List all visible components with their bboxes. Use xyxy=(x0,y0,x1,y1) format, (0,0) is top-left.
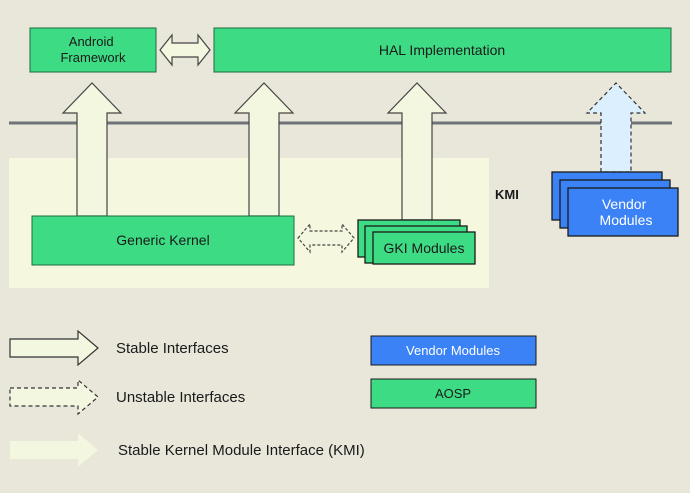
vendor-modules-label-line1: Vendor xyxy=(602,196,647,212)
framework-hal-bidirectional-arrow xyxy=(159,33,211,67)
legend-vendor-modules-key: Vendor Modules xyxy=(370,335,537,366)
android-framework-box: Android Framework xyxy=(29,27,157,73)
legend-stable-arrow-icon xyxy=(9,329,99,367)
legend-kmi-arrow-icon xyxy=(10,433,98,467)
legend-unstable-arrow-icon xyxy=(9,378,99,416)
stable-arrow-gki-to-hal xyxy=(386,82,448,221)
kmi-label: KMI xyxy=(495,187,519,202)
gki-modules-label: GKI Modules xyxy=(384,240,465,256)
hal-implementation-box: HAL Implementation xyxy=(213,27,672,73)
android-framework-label-line2: Framework xyxy=(60,50,126,65)
android-framework-label-line1: Android xyxy=(69,34,114,49)
legend-aosp-label: AOSP xyxy=(435,386,471,401)
legend-stable-interfaces-label: Stable Interfaces xyxy=(116,340,229,357)
stable-arrow-kernel-to-framework xyxy=(61,82,123,217)
unstable-arrow-vendor-to-hal xyxy=(585,82,647,173)
generic-kernel-label: Generic Kernel xyxy=(116,232,209,248)
kernel-gki-unstable-bidirectional-arrow xyxy=(297,222,355,254)
hal-implementation-label: HAL Implementation xyxy=(379,42,505,58)
svg-text:Android Framework: Android Framework xyxy=(60,34,126,65)
legend-vendor-modules-label: Vendor Modules xyxy=(406,343,500,358)
generic-kernel-box: Generic Kernel xyxy=(31,215,295,266)
legend-unstable-interfaces-label: Unstable Interfaces xyxy=(116,389,246,406)
svg-text:Vendor Modules: Vendor Modules xyxy=(600,196,653,228)
gki-modules-stack: GKI Modules xyxy=(357,219,476,265)
vendor-modules-stack: Vendor Modules xyxy=(551,171,679,237)
legend-kmi-label: Stable Kernel Module Interface (KMI) xyxy=(118,442,365,459)
legend-aosp-key: AOSP xyxy=(370,378,537,409)
stable-arrow-kernel-to-hal xyxy=(233,82,295,217)
vendor-modules-label-line2: Modules xyxy=(600,212,653,228)
